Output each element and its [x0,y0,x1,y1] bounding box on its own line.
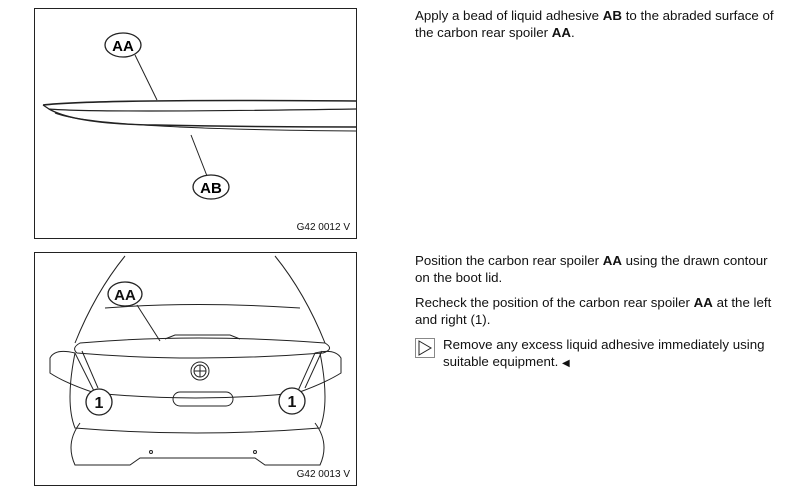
figure-spoiler-position: AA 1 1 G42 0013 V [34,252,357,486]
callout-aa: AA [114,287,136,304]
text: Apply a bead of liquid adhesive [415,8,603,23]
ref-aa: AA [693,295,713,310]
callout-1-right: 1 [288,394,297,411]
text: at the left and right (1). [415,295,772,327]
text: to the abraded surface of the carbon rea… [415,8,774,40]
spoiler-side-illustration: AA AB [42,32,357,200]
note: Remove any excess liquid adhesive immedi… [415,337,775,372]
text: . [570,24,575,40]
text: using the drawn contour on the boot lid. [415,253,768,285]
note-text: Remove any excess liquid adhesive immedi… [443,337,765,369]
ref-aa: AA [551,24,571,40]
callout-aa: AA [112,38,134,55]
step-position: Position the carbon rear spoiler AA usin… [415,253,775,372]
text: Recheck the position of the carbon rear … [415,295,694,310]
text: Position the carbon rear spoiler [415,253,603,268]
callout-1-left: 1 [95,395,104,412]
step-apply-adhesive: Apply a bead of liquid adhesive AB to th… [415,8,775,50]
figure-code: G42 0012 V [296,222,350,233]
car-rear-illustration: AA 1 1 [49,255,342,466]
end-marker-icon: ◀ [562,357,570,369]
triangle-right-icon [415,338,435,358]
ref-ab: AB [602,8,622,23]
figure-code: G42 0013 V [296,469,350,480]
ref-aa: AA [602,253,622,268]
figure-spoiler-adhesive: AA AB G42 0012 V [34,8,357,239]
callout-ab: AB [200,180,222,197]
